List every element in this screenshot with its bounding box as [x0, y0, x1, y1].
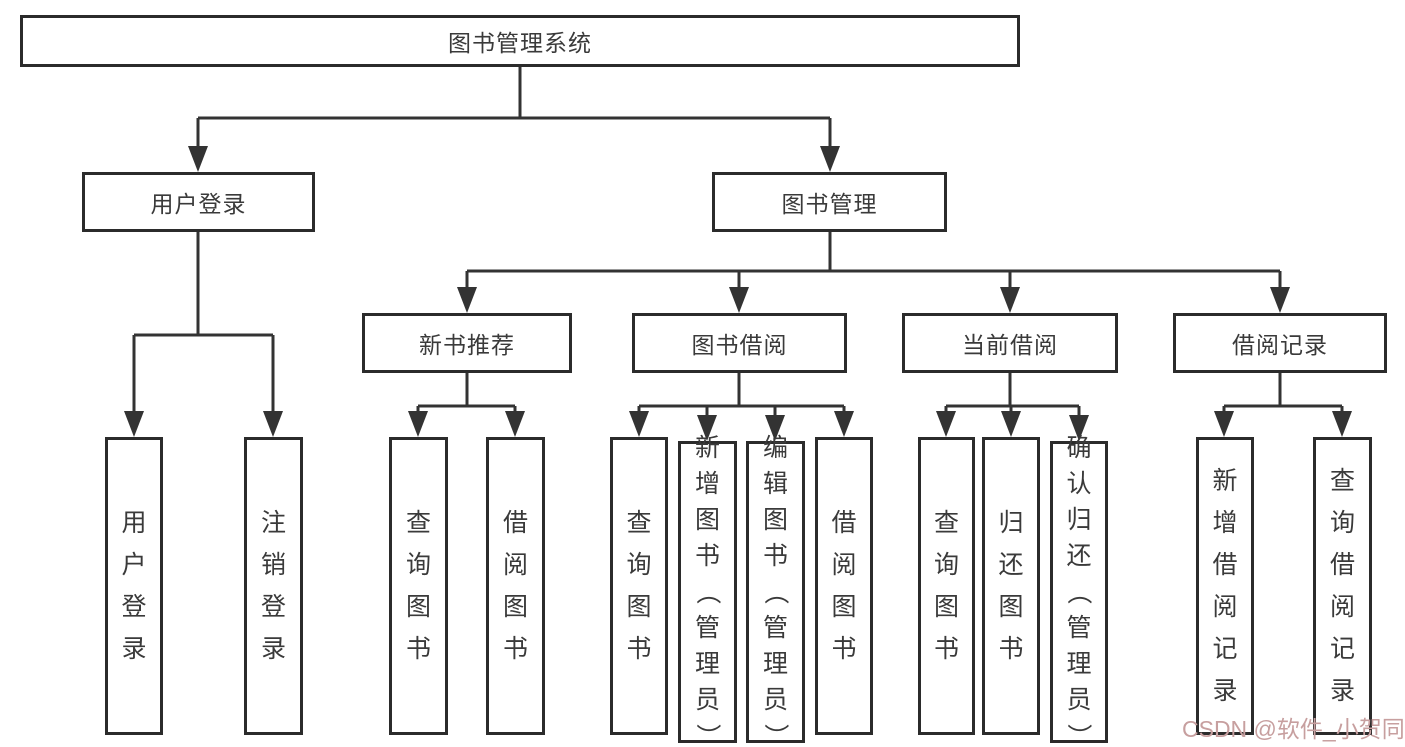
- leaf-edit-books-admin: 编辑图书（管理员）: [746, 434, 805, 747]
- leaf-borrow-books-1: 借阅图书: [486, 437, 545, 735]
- leaf-logout: 注销登录: [244, 437, 303, 735]
- node-library-system: 图书管理系统: [20, 15, 1020, 67]
- node-borrow-record: 借阅记录: [1173, 313, 1387, 373]
- leaf-query-borrow-record: 查询借阅记录: [1313, 437, 1372, 735]
- leaf-borrow-books-2: 借阅图书: [815, 437, 873, 735]
- leaf-confirm-return-admin: 确认归还（管理员）: [1050, 434, 1108, 747]
- leaf-query-books-2: 查询图书: [610, 437, 668, 735]
- leaf-add-books-admin: 新增图书（管理员）: [678, 434, 737, 747]
- leaf-query-books-1: 查询图书: [389, 437, 448, 735]
- leaf-add-borrow-record: 新增借阅记录: [1196, 437, 1254, 735]
- leaf-return-books: 归还图书: [982, 437, 1040, 735]
- leaf-query-books-3: 查询图书: [918, 437, 975, 735]
- leaf-user-login: 用户登录: [105, 437, 163, 735]
- node-book-management: 图书管理: [712, 172, 947, 232]
- node-user-login: 用户登录: [82, 172, 315, 232]
- csdn-watermark: CSDN @软件_小贺同学: [1182, 716, 1405, 742]
- node-book-borrow: 图书借阅: [632, 313, 847, 373]
- node-new-book-recommend: 新书推荐: [362, 313, 572, 373]
- node-current-borrow: 当前借阅: [902, 313, 1118, 373]
